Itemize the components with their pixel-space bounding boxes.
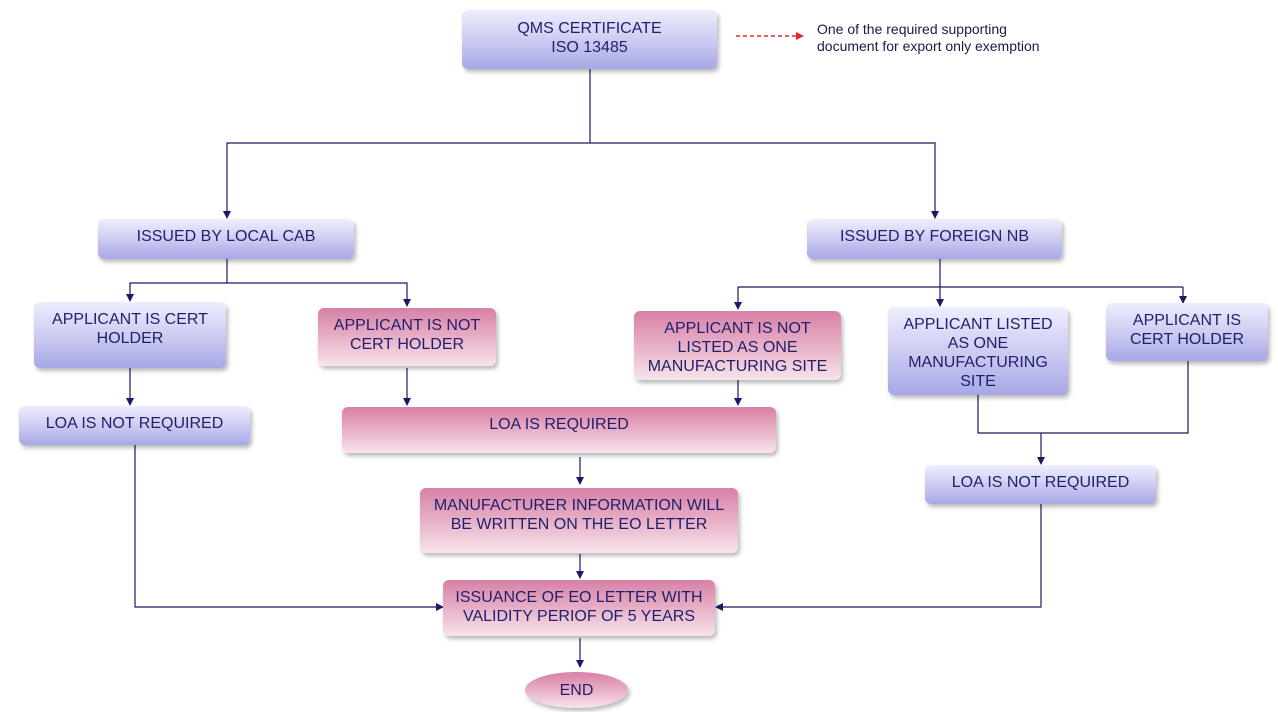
edge-qms-to-local-cab (223, 142, 590, 219)
legend-text: One of the required supporting document … (817, 21, 1040, 54)
node-applicant-listed-foreign: APPLICANT LISTED AS ONE MANUFACTURING SI… (888, 307, 1068, 395)
node-qms-certificate: QMS CERTIFICATE ISO 13485 (462, 10, 717, 69)
node-issued-by-local-cab: ISSUED BY LOCAL CAB (98, 219, 354, 259)
node-applicant-cert-holder-foreign: APPLICANT IS CERT HOLDER (1106, 303, 1268, 361)
node-applicant-not-cert-holder-local: APPLICANT IS NOT CERT HOLDER (318, 308, 496, 366)
node-manufacturer-information: MANUFACTURER INFORMATION WILL BE WRITTEN… (420, 488, 738, 553)
edge-loa-right-to-issuance (715, 504, 1042, 611)
edge-loa-left-to-issuance (134, 445, 444, 611)
edge-qms-to-foreign-nb (590, 142, 939, 219)
node-applicant-cert-holder-local: APPLICANT IS CERT HOLDER (34, 302, 226, 368)
edge-local-cab-to-cert-holder (126, 282, 227, 302)
node-issuance-of-eo-letter: ISSUANCE OF EO LETTER WITH VALIDITY PERI… (443, 580, 715, 636)
node-end: END (525, 672, 628, 708)
node-loa-required: LOA IS REQUIRED (342, 407, 776, 453)
edge-local-cab-to-not-cert-holder (227, 282, 411, 307)
node-loa-not-required-left: LOA IS NOT REQUIRED (19, 406, 250, 445)
node-issued-by-foreign-nb: ISSUED BY FOREIGN NB (807, 219, 1062, 259)
node-applicant-not-listed-foreign: APPLICANT IS NOT LISTED AS ONE MANUFACTU… (634, 311, 841, 380)
node-loa-not-required-right: LOA IS NOT REQUIRED (925, 465, 1156, 504)
edge-listed-to-merge (977, 361, 1189, 434)
